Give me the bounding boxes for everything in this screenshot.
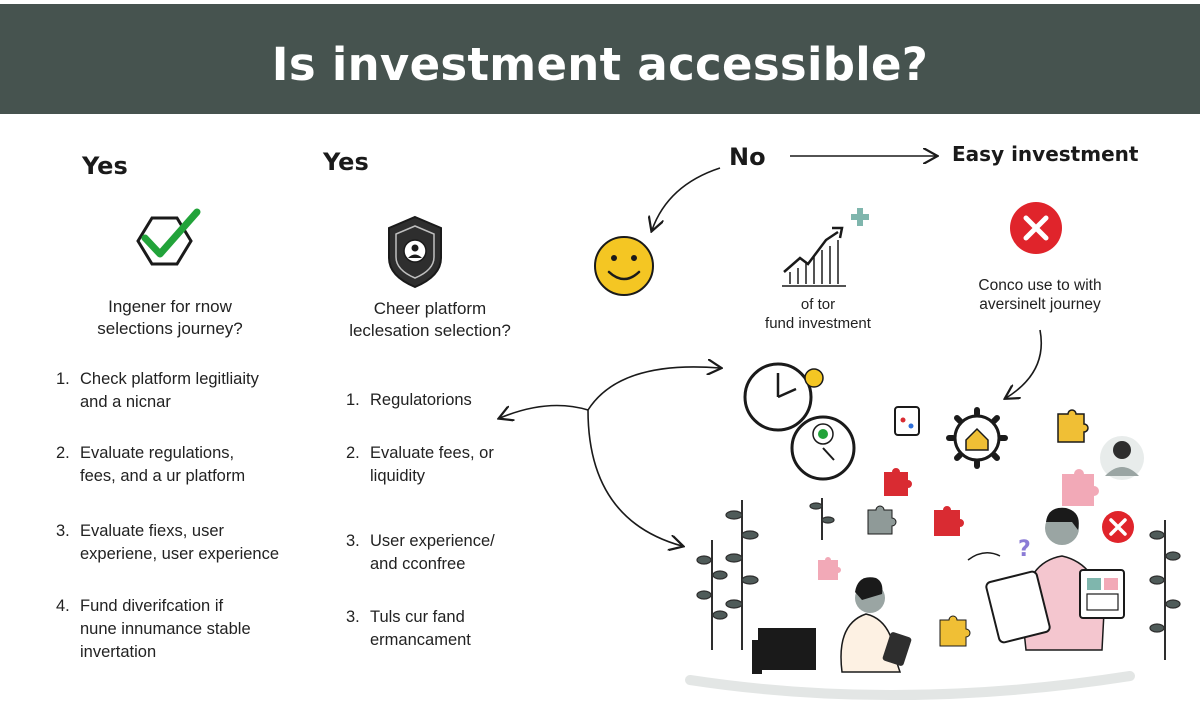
- col2-header: Yes: [323, 148, 369, 176]
- plant-decoration: [696, 498, 1181, 660]
- step-text: Fund diverifcation if: [80, 597, 224, 615]
- col2-step-2: 2. Evaluate fees, or liquidity: [346, 442, 546, 488]
- arrow-no-to-smiley: [652, 167, 721, 230]
- col2-step-4: 3. Tuls cur fand ermancament: [346, 606, 546, 652]
- step-text: ermancament: [370, 631, 471, 649]
- col2-question: Cheer platform leclesation selection?: [320, 298, 540, 342]
- gear-house-icon: [946, 407, 1008, 469]
- step-number: 2.: [346, 444, 360, 462]
- step-text: User experience/: [370, 532, 495, 550]
- smiley-face-icon: [594, 236, 654, 296]
- col4-caption: Conco use to with aversinelt journey: [950, 276, 1130, 314]
- question-mark-icon: ?: [1018, 537, 1031, 562]
- col1-step-3: 3. Evaluate fiexs, user experiene, user …: [56, 520, 316, 566]
- step-text: and cconfree: [370, 555, 466, 573]
- puzzle-piece-icon: [934, 506, 964, 536]
- col2-step-3: 3. User experience/ and cconfree: [346, 530, 546, 576]
- red-cross-icon: [1010, 202, 1062, 254]
- col4-caption-line: aversinelt journey: [979, 296, 1101, 313]
- step-number: 3.: [346, 532, 360, 550]
- clock-icon: [743, 362, 824, 432]
- puzzle-piece-icon: [939, 615, 971, 647]
- checkmark-hexagon-icon: [136, 208, 201, 266]
- step-text: experiene, user experience: [80, 545, 280, 563]
- top-border: [0, 0, 1200, 4]
- puzzle-piece-icon: [867, 505, 897, 535]
- col2-question-line: Cheer platform: [373, 299, 487, 318]
- step-text: Tuls cur fand: [370, 608, 465, 626]
- step-number: 3.: [56, 522, 70, 540]
- step-text: fees, and a ur platform: [80, 467, 246, 485]
- step-text: Regulatorions: [370, 391, 472, 409]
- red-cross-icon: [1102, 511, 1134, 543]
- puzzle-piece-icon: [818, 557, 841, 580]
- col1-question-line: selections journey?: [97, 319, 243, 338]
- woman-with-tablet-illustration: [752, 577, 912, 674]
- arrow-to-regulations: [500, 404, 589, 419]
- rising-chart-icon: [782, 208, 869, 287]
- step-number: 2.: [56, 444, 70, 462]
- arrow-to-clock: [587, 367, 720, 411]
- step-text: nune innumance stable: [80, 620, 251, 638]
- step-number: 1.: [346, 391, 360, 409]
- col2-question-line: leclesation selection?: [349, 321, 511, 340]
- col4-caption-line: Conco use to with: [978, 277, 1102, 294]
- col1-step-4: 4. Fund diverifcation if nune innumance …: [56, 595, 306, 664]
- col1-question: Ingener for rnow selections journey?: [60, 296, 280, 340]
- col1-step-2: 2. Evaluate regulations, fees, and a ur …: [56, 442, 306, 488]
- man-with-tablet-illustration: ?: [967, 507, 1125, 651]
- arrow-to-illustration: [587, 409, 682, 546]
- step-text: and a nicnar: [80, 393, 171, 411]
- ground-swoosh: [685, 671, 1135, 701]
- step-text: Evaluate fiexs, user: [80, 522, 224, 540]
- step-text: Evaluate fees, or: [370, 444, 494, 462]
- step-text: liquidity: [370, 467, 426, 485]
- flow-arrows: [500, 156, 1042, 546]
- shield-icon: [388, 215, 442, 289]
- arrow-caption-to-gear: [1006, 329, 1042, 398]
- step-number: 4.: [56, 597, 70, 615]
- step-text: Check platform legitliaity: [80, 370, 259, 388]
- title-banner: Is investment accessible?: [0, 4, 1200, 114]
- step-number: 3.: [346, 608, 360, 626]
- col3-caption-line: fund investment: [765, 315, 871, 332]
- col1-header: Yes: [82, 152, 128, 180]
- step-text: invertation: [80, 643, 157, 661]
- step-number: 1.: [56, 370, 70, 388]
- clock-icon: [790, 415, 856, 481]
- col3-caption: of tor fund investment: [748, 295, 888, 333]
- puzzle-piece-icon: [884, 468, 912, 496]
- page-title: Is investment accessible?: [271, 38, 929, 91]
- person-icon: [1100, 436, 1144, 480]
- step-text: Evaluate regulations,: [80, 444, 235, 462]
- col1-step-1: 1. Check platform legitliaity and a nicn…: [56, 368, 306, 414]
- puzzle-piece-icon: [1062, 469, 1099, 506]
- col3-header: No: [729, 143, 766, 171]
- col3-caption-line: of tor: [800, 296, 836, 313]
- puzzle-piece-icon: [894, 406, 920, 436]
- col1-question-line: Ingener for rnow: [108, 297, 232, 316]
- col2-step-1: 1. Regulatorions: [346, 389, 546, 412]
- puzzle-piece-icon: [1057, 409, 1089, 443]
- col4-header: Easy investment: [952, 142, 1139, 166]
